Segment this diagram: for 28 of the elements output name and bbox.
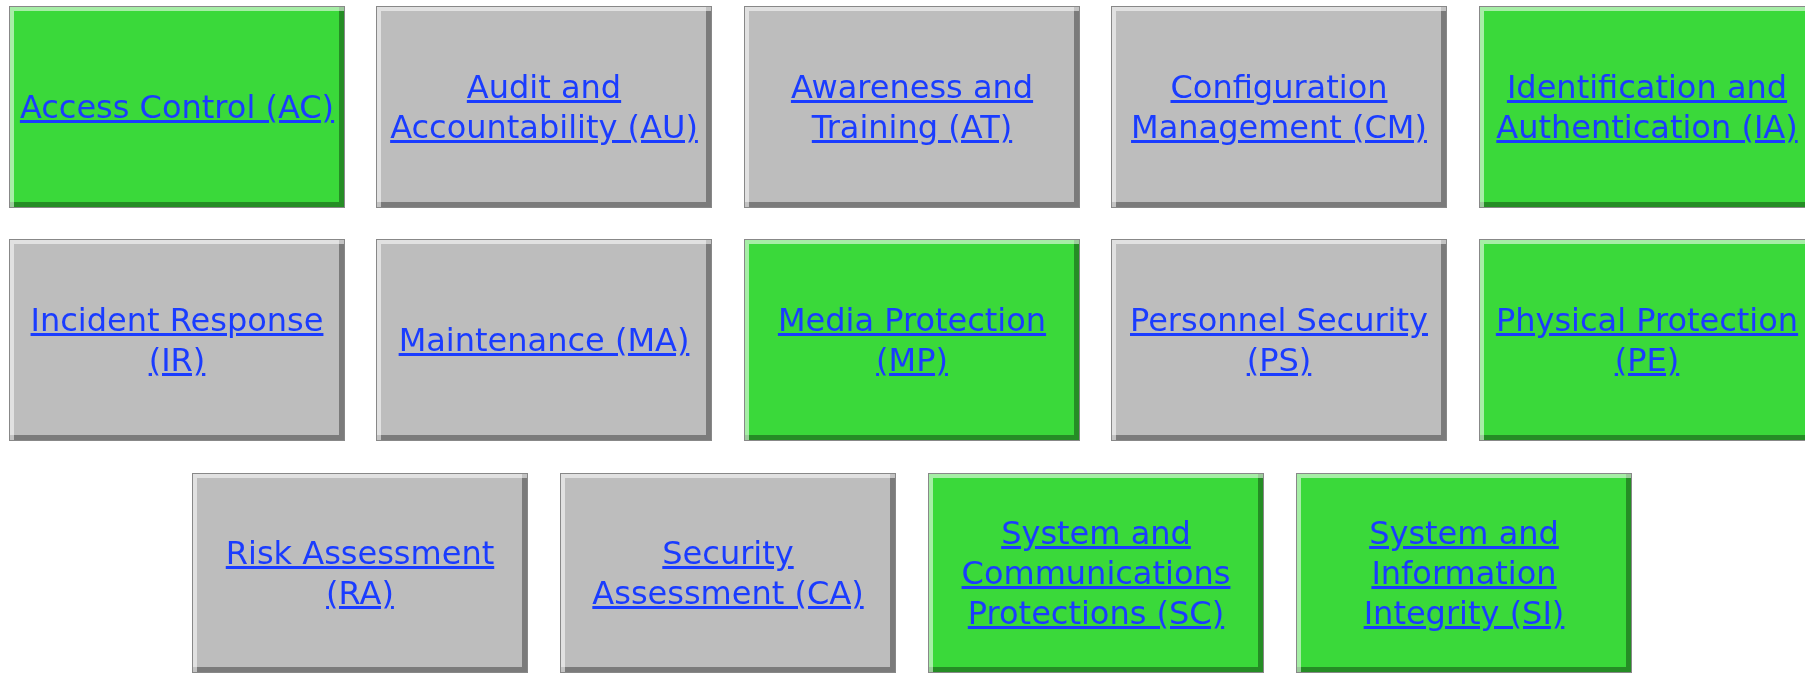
category-tile (744, 239, 1080, 441)
category-tile (1111, 239, 1447, 441)
link: Personnel Security (PS) (1129, 300, 1429, 380)
link: System and Information Integrity (SI) (1362, 513, 1566, 633)
category-tile (9, 239, 345, 441)
link: Security Assessment (CA) (591, 533, 865, 613)
category-tile (560, 473, 896, 673)
link: Configuration Management (CM) (1130, 67, 1428, 147)
category-tile (928, 473, 1264, 673)
link: Media Protection (MP) (776, 300, 1048, 380)
link: Physical Protection (PE) (1494, 300, 1800, 380)
category-tile (1111, 6, 1447, 208)
category-tile (1479, 239, 1805, 441)
link: Incident Response (IR) (29, 300, 325, 380)
link: System and Communications Protections (SC) (960, 513, 1232, 633)
link: Awareness and Training (AT) (789, 67, 1035, 147)
link: Access Control (AC) (19, 87, 335, 127)
category-tile (9, 6, 345, 208)
link: Maintenance (MA) (398, 320, 690, 360)
link: Audit and Accountability (AU) (389, 67, 699, 147)
link: Identification and Authentication (IA) (1495, 67, 1799, 147)
category-tile (744, 6, 1080, 208)
category-tile (376, 239, 712, 441)
category-tile (376, 6, 712, 208)
category-tile (192, 473, 528, 673)
link: Risk Assessment (RA) (224, 533, 496, 613)
category-tile (1479, 6, 1805, 208)
category-tile (1296, 473, 1632, 673)
